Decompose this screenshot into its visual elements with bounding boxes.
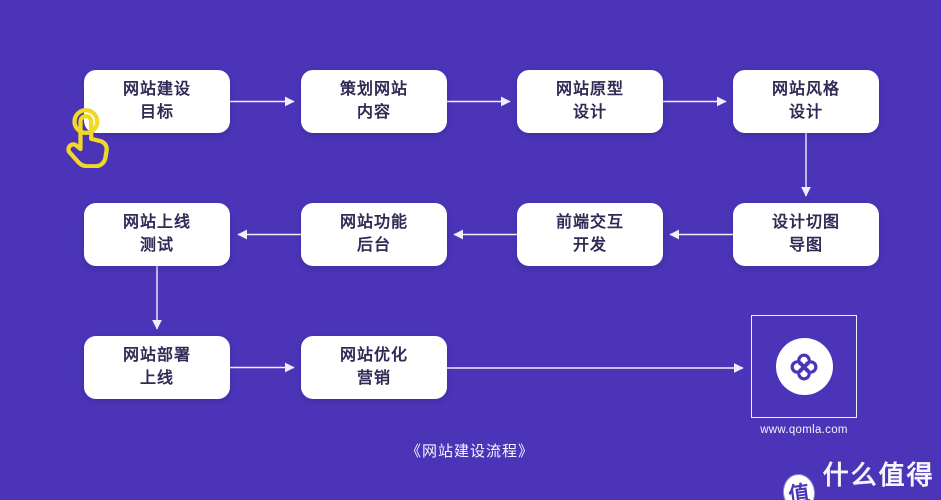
flow-node-prototype: 网站原型 设计 (517, 70, 663, 133)
node-label: 设计 (788, 103, 823, 121)
node-label: 设计切图 (771, 214, 840, 232)
node-label: 目标 (139, 103, 174, 121)
flow-node-slicing: 设计切图 导图 (733, 203, 879, 266)
diagram-caption: 《网站建设流程》 (405, 443, 534, 460)
flow-node-style: 网站风格 设计 (733, 70, 879, 133)
node-label: 网站上线 (122, 214, 191, 232)
node-label: 网站部署 (122, 347, 191, 365)
node-label: 后台 (356, 236, 391, 254)
flow-node-plan: 策划网站 内容 (301, 70, 447, 133)
brand-website-url: www.qomla.com (760, 424, 848, 436)
flow-node-backend: 网站功能 后台 (301, 203, 447, 266)
smzdm-site-name: 什么值得买 (822, 460, 935, 500)
flow-node-frontend: 前端交互 开发 (517, 203, 663, 266)
node-label: 网站功能 (339, 214, 408, 232)
smzdm-logo-icon: 值 (781, 472, 816, 500)
tap-hand-icon (66, 108, 109, 168)
brand-logo-circle (775, 338, 833, 395)
flow-node-testing: 网站上线 测试 (84, 203, 230, 266)
node-label: 上线 (139, 369, 174, 387)
node-label: 网站建设 (122, 81, 191, 99)
brand-logo-box (751, 315, 857, 418)
node-label: 导图 (788, 236, 823, 254)
node-label: 策划网站 (339, 81, 408, 99)
node-label: 开发 (572, 236, 607, 254)
node-label: 内容 (356, 103, 391, 121)
node-label: 网站原型 (555, 81, 624, 99)
flow-node-goal: 网站建设 目标 (84, 70, 230, 133)
node-label: 前端交互 (555, 214, 624, 232)
node-label: 营销 (356, 369, 391, 387)
node-label: 测试 (139, 236, 174, 254)
flow-node-deploy: 网站部署 上线 (84, 336, 230, 399)
node-label: 网站风格 (771, 81, 840, 99)
flow-node-marketing: 网站优化 营销 (301, 336, 447, 399)
node-label: 设计 (572, 103, 607, 121)
smzdm-watermark: 值 什么值得买 (781, 455, 941, 500)
node-label: 网站优化 (339, 347, 408, 365)
qomla-clover-logo-icon (790, 353, 818, 380)
